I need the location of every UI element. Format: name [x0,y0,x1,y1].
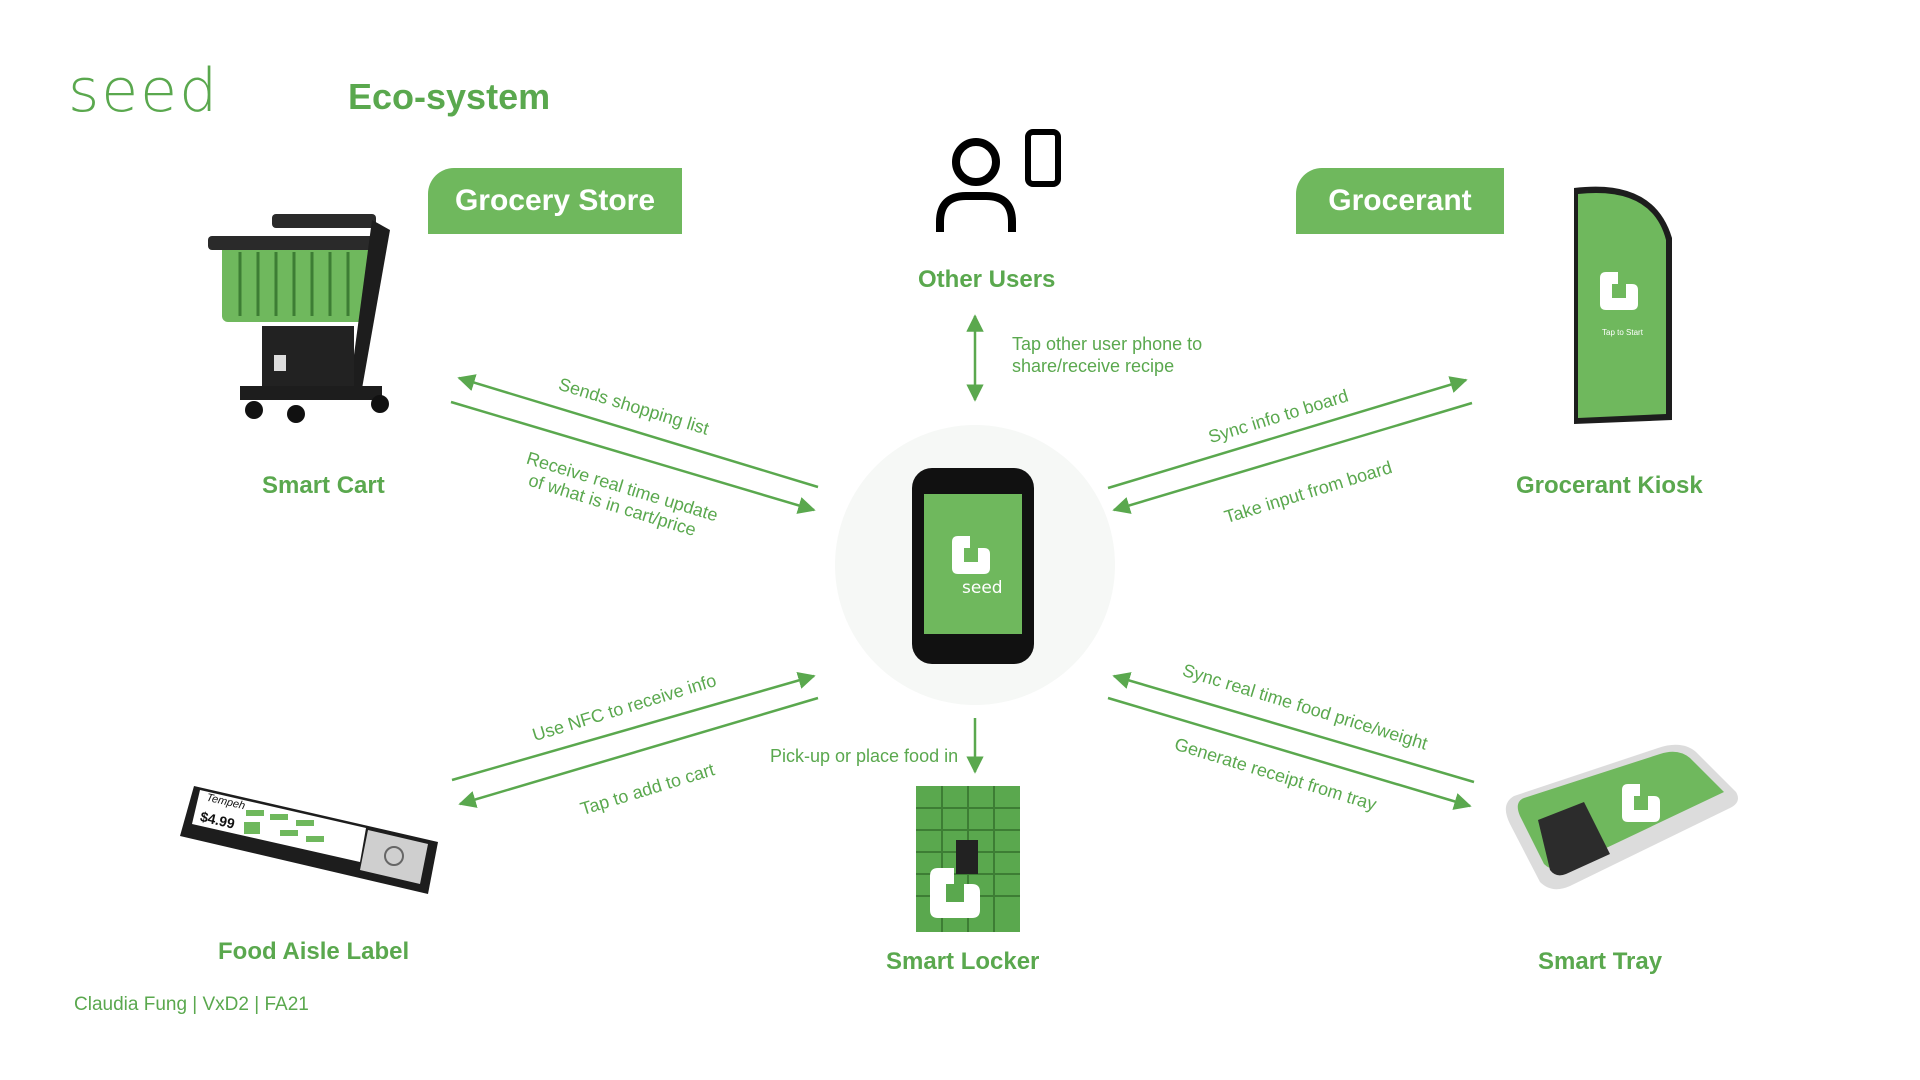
arrow-sync-price [1112,672,1475,784]
smart-locker-label: Smart Locker [886,948,1040,975]
arrow-sends-list [457,374,819,489]
seed-logo: seed [68,56,220,126]
kiosk-screen-text: Tap to Start [1602,328,1643,337]
smart-locker-image [916,786,1020,932]
arrow-generate-receipt [1107,696,1472,810]
arrow-sync-board [1107,376,1468,490]
connection-arrows [450,314,1475,810]
grocery-store-tag: Grocery Store [428,168,682,234]
smart-cart-label: Smart Cart [262,472,385,499]
edge-tap-phone-line1: Tap other user phone to [1012,334,1203,354]
kiosk-image [1574,186,1672,424]
other-users-label: Other Users [918,266,1056,293]
page-title: Eco-system [348,76,551,117]
grocerant-kiosk-label: Grocerant Kiosk [1516,472,1703,499]
mobile-icon [1025,129,1061,187]
phone-logo-text: seed [962,578,1003,598]
arrow-receive-update [450,400,816,514]
smart-tray-label: Smart Tray [1538,948,1663,975]
smart-cart-image [208,214,390,423]
arrow-use-nfc [451,671,816,782]
grocerant-tag: Grocerant [1296,168,1504,234]
food-aisle-label-image [180,786,438,894]
arrow-take-input [1112,401,1473,514]
edge-tap-phone-line2: share/receive recipe [1012,356,1175,376]
arrow-tap-add [458,696,819,808]
center-phone-icon [912,468,1034,664]
smart-tray-image [1505,744,1738,890]
edge-pickup-food: Pick-up or place food in [770,746,959,766]
food-aisle-label-label: Food Aisle Label [218,938,410,965]
person-icon [936,138,1016,232]
footer-credit: Claudia Fung | VxD2 | FA21 [74,994,309,1015]
